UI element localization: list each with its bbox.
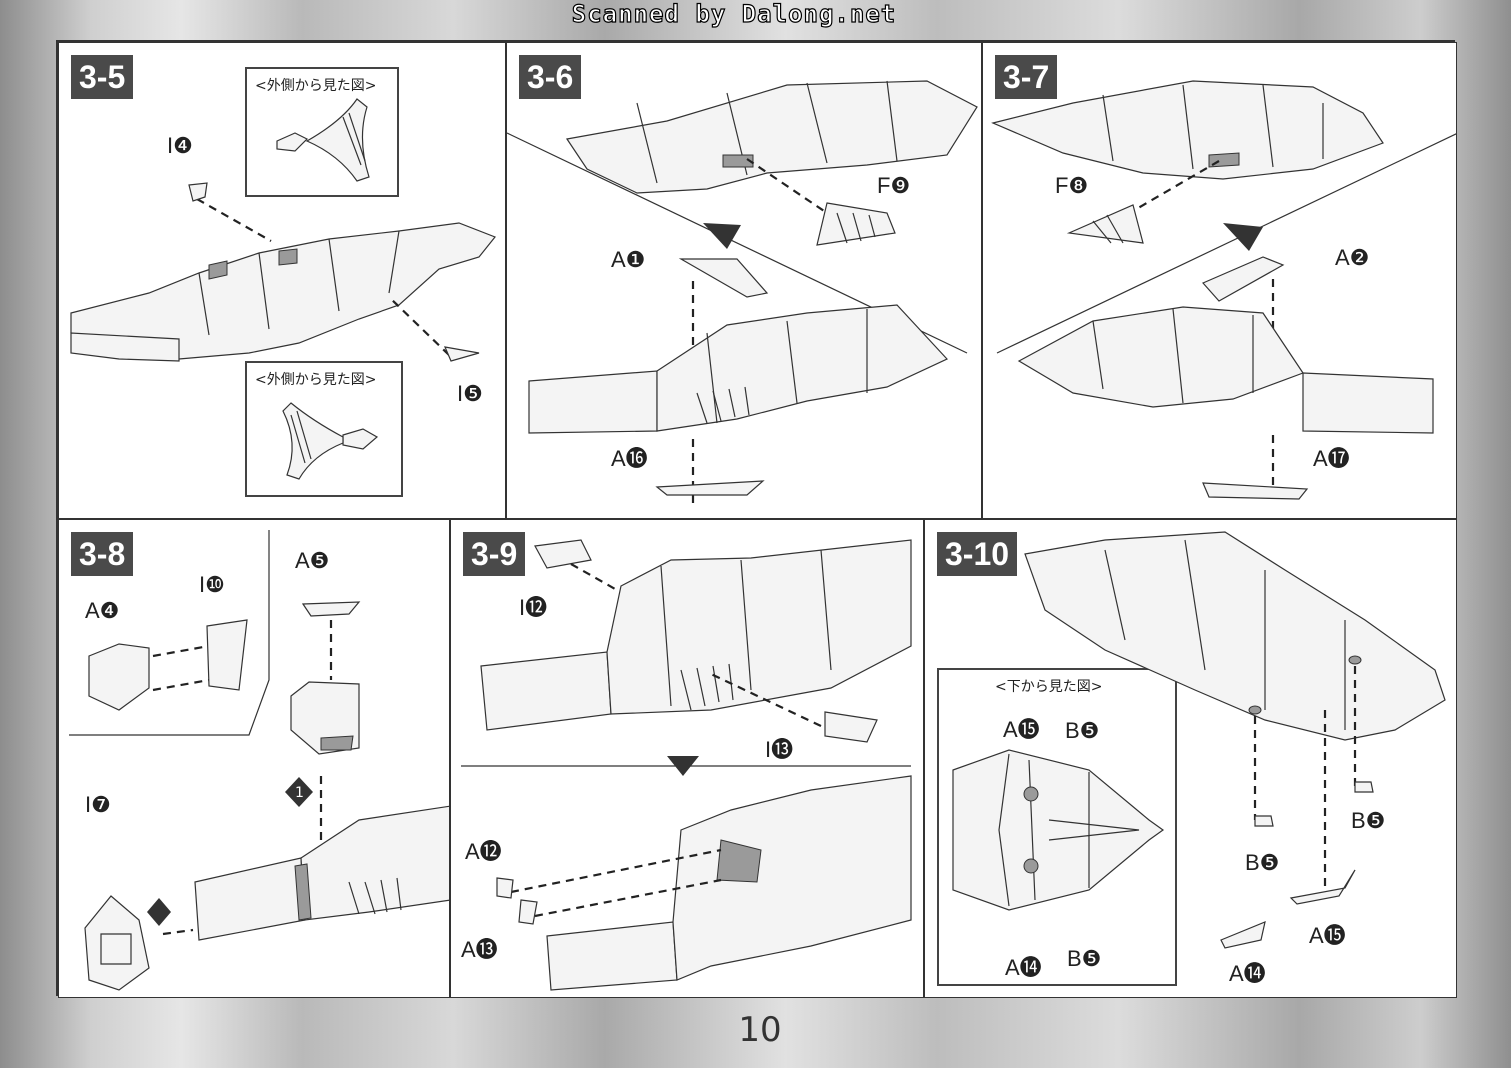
ship-hull-illustration: [461, 539, 912, 991]
inset-bottom-view: <下から見た図> A⓯ B❺ A⓮ B❺: [937, 668, 1177, 986]
part-label: B❺: [1351, 808, 1386, 833]
panel-3-10: 3-10 <下から見た図> A⓯ B❺ A⓮ B❺ B❺ B❺ A⓯ A⓮: [924, 519, 1457, 998]
part-label: I⓭: [765, 737, 794, 762]
part-label: I❼: [85, 792, 111, 817]
panel-3-5: 3-5 <外側から見た図> <外側から見た図> I❹ I❺: [58, 42, 506, 519]
step-number: 3-6: [519, 55, 582, 99]
part-outside-view-illustration: [276, 98, 370, 182]
part-label: B❺: [1065, 718, 1100, 743]
panel-3-8: 3-8 A❹ I❿ A❺ I❼ 1 ❶ ❷: [58, 519, 450, 998]
step-number: 3-5: [71, 55, 134, 99]
part-label: I⓬: [519, 595, 548, 620]
part-label: A❶: [611, 247, 646, 272]
part-label: I❿: [199, 572, 225, 597]
inset-caption: <外側から見た図>: [255, 372, 377, 388]
part-label: A⓮: [1005, 955, 1042, 980]
inset-caption: <下から見た図>: [995, 679, 1103, 695]
part-label: B❺: [1067, 946, 1102, 971]
panel-3-9: 3-9 I⓬ I⓭ A⓬ A⓭: [450, 519, 924, 998]
part-label: A❷: [1335, 245, 1370, 270]
ship-hull-illustration: [70, 182, 496, 362]
part-label: A❺: [295, 548, 330, 573]
seq-label: 1: [295, 785, 304, 801]
step-number: 3-8: [71, 532, 134, 576]
ship-hull-illustration: [507, 80, 978, 503]
step-number: 3-9: [463, 532, 526, 576]
ship-hull-illustration: [1024, 531, 1446, 949]
part-label: F❽: [1055, 173, 1089, 198]
inset-caption: <外側から見た図>: [255, 78, 377, 94]
assembly-illustration: 1: [69, 530, 449, 991]
part-label: A⓯: [1003, 717, 1040, 742]
part-label: A⓮: [1229, 961, 1266, 986]
step-number: 3-10: [937, 532, 1018, 576]
part-label: I❹: [167, 133, 193, 158]
part-outside-view-illustration: [282, 402, 379, 480]
scan-credit: Scanned by Dalong.net: [571, 0, 897, 29]
part-label: I❺: [457, 381, 483, 406]
inset-outside-view-top: <外側から見た図>: [245, 67, 399, 197]
part-label: F❾: [877, 173, 911, 198]
ship-hull-illustration: [991, 80, 1456, 500]
panel-3-6: 3-6 F❾ A❶ A⓰: [506, 42, 982, 519]
instruction-sheet: 3-5 <外側から見た図> <外側から見た図> I❹ I❺: [56, 40, 1457, 998]
part-label: A⓱: [1313, 446, 1350, 471]
part-label: A⓰: [611, 446, 648, 471]
part-label: A⓭: [461, 937, 498, 962]
part-label: A⓬: [465, 839, 502, 864]
part-label: A❹: [85, 598, 120, 623]
page-number: 10: [738, 1010, 782, 1050]
part-label: A⓯: [1309, 923, 1346, 948]
inset-outside-view-bottom: <外側から見た図>: [245, 361, 403, 497]
panel-3-7: 3-7 F❽ A❷ A⓱: [982, 42, 1457, 519]
ship-bottom-view-illustration: [952, 749, 1165, 911]
step-number: 3-7: [995, 55, 1058, 99]
part-label: B❺: [1245, 850, 1280, 875]
